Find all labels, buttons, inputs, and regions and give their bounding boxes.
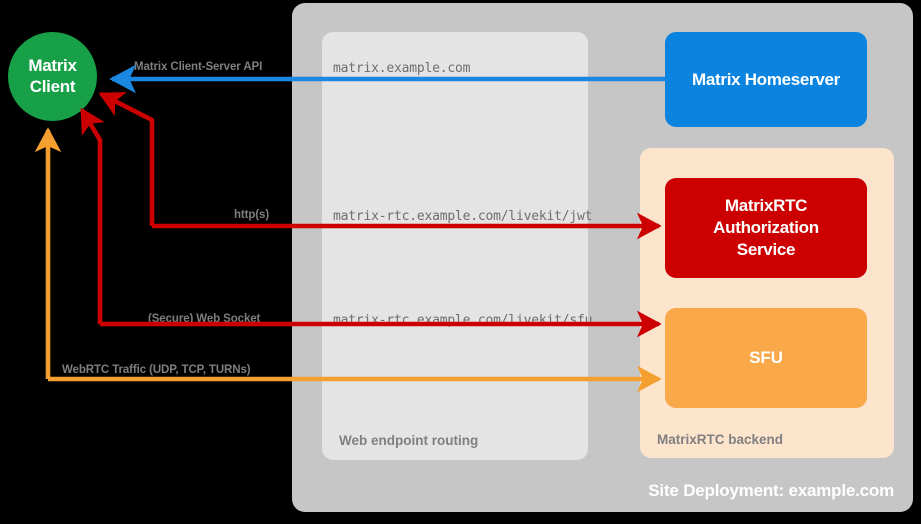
matrixrtc-backend-label: MatrixRTC backend bbox=[657, 432, 784, 447]
matrix-client-label-line2: Client bbox=[29, 76, 76, 96]
url-label-jwt: matrix-rtc.example.com/livekit/jwt bbox=[333, 209, 593, 224]
arrow-https-response bbox=[98, 91, 155, 226]
auth-service-label-line1: MatrixRTC bbox=[724, 195, 808, 215]
arrow-websocket-response bbox=[80, 107, 105, 324]
protocol-label-websocket: (Secure) Web Socket bbox=[148, 313, 261, 325]
matrix-client-node[interactable]: Matrix Client bbox=[8, 32, 97, 121]
site-deployment-label: Site Deployment: example.com bbox=[648, 481, 894, 500]
auth-service-label-line3: Service bbox=[736, 240, 796, 260]
matrix-client-label-line1: Matrix bbox=[28, 55, 77, 75]
matrix-homeserver-node[interactable]: Matrix Homeserver bbox=[665, 32, 867, 127]
url-label-homeserver: matrix.example.com bbox=[333, 61, 471, 76]
url-label-sfu: matrix-rtc.example.com/livekit/sfu bbox=[333, 313, 593, 328]
sfu-node[interactable]: SFU bbox=[665, 308, 867, 408]
web-endpoint-routing-panel: Web endpoint routing bbox=[322, 32, 588, 460]
protocol-label-webrtc: WebRTC Traffic (UDP, TCP, TURNs) bbox=[62, 364, 251, 376]
protocol-label-client-server-api: Matrix Client-Server API bbox=[134, 61, 263, 73]
web-endpoint-routing-label: Web endpoint routing bbox=[339, 433, 479, 448]
auth-service-label-line2: Authorization bbox=[713, 217, 819, 237]
matrix-homeserver-label: Matrix Homeserver bbox=[692, 69, 840, 89]
matrixrtc-authorization-service-node[interactable]: MatrixRTC Authorization Service bbox=[665, 178, 867, 278]
sfu-label: SFU bbox=[749, 348, 783, 367]
protocol-label-https: http(s) bbox=[234, 209, 270, 221]
